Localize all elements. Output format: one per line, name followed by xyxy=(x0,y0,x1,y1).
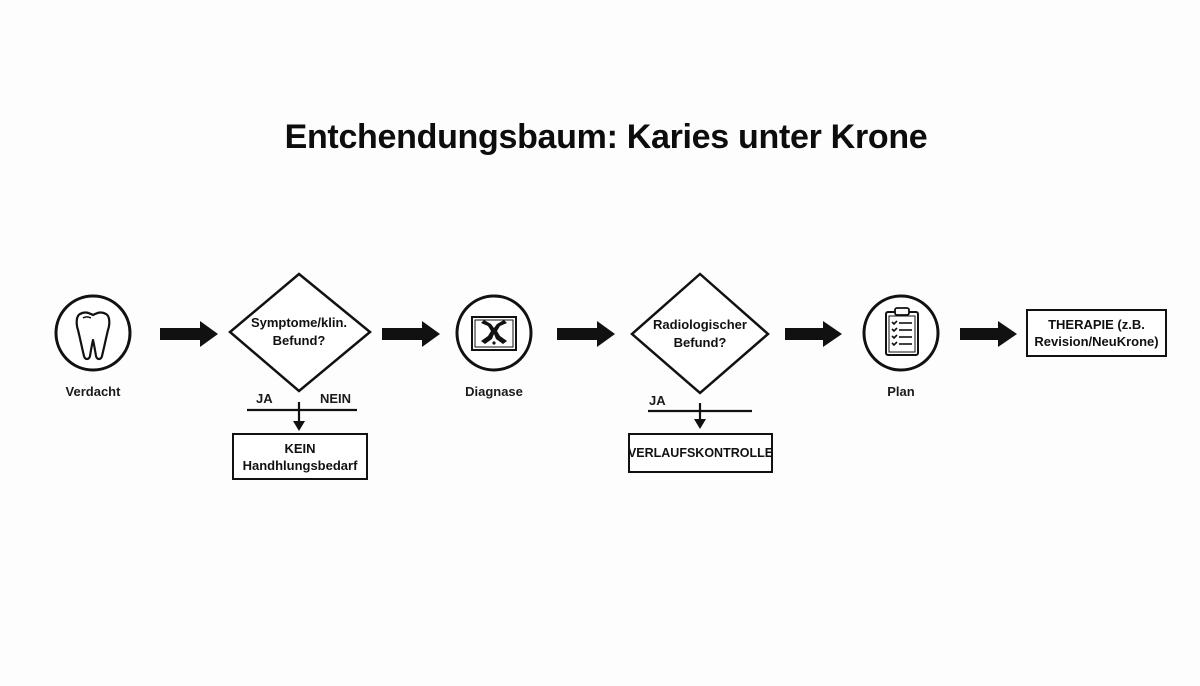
therapie-line2: Revision/NeuKrone) xyxy=(1034,334,1159,349)
decision2-question: Radiologischer Befund? xyxy=(630,316,770,352)
arrow-decision1-to-diagnose xyxy=(382,321,440,347)
plan-node xyxy=(862,294,940,372)
diagnose-node xyxy=(455,294,533,372)
arrow-plan-to-therapie xyxy=(960,321,1017,347)
arrow-diagnose-to-decision2 xyxy=(557,321,615,347)
decision1-question-line1: Symptome/klin. xyxy=(250,315,348,330)
kein-handlungsbedarf-box: KEIN Handhlungsbedarf xyxy=(232,433,368,480)
arrow-verdacht-to-decision1 xyxy=(160,321,218,347)
tooth-icon xyxy=(75,311,111,361)
outcome2-line1: VERLAUFSKONTROLLE xyxy=(627,445,774,460)
verdacht-label: Verdacht xyxy=(65,384,121,399)
therapie-box: THERAPIE (z.B. Revision/NeuKrone) xyxy=(1026,309,1167,357)
plan-label: Plan xyxy=(887,384,915,399)
xray-icon xyxy=(471,316,517,351)
decision2-branch xyxy=(648,403,752,429)
verlaufskontrolle-box: VERLAUFSKONTROLLE xyxy=(628,433,773,473)
decision2-yes-label: JA xyxy=(649,393,666,408)
decision2-question-line1: Radiologischer xyxy=(653,317,747,332)
arrow-decision2-to-plan xyxy=(785,321,842,347)
verdacht-node xyxy=(54,294,132,372)
diagram-title: Entchendungsbaum: Karies unter Krone xyxy=(284,118,928,156)
outcome1-line1: KEIN xyxy=(284,440,316,456)
decision1-branch xyxy=(247,402,357,431)
diagnose-label: Diagnase xyxy=(465,384,523,399)
decision1-diamond xyxy=(228,272,372,393)
decision1-question: Symptome/klin. Befund? xyxy=(229,314,369,350)
clipboard-checklist-icon xyxy=(885,307,919,356)
decision2-diamond xyxy=(630,272,770,395)
therapie-line1: THERAPIE (z.B. xyxy=(1048,317,1145,332)
outcome1-line2: Handhlungsbedarf xyxy=(242,457,358,473)
decision1-yes-label: JA xyxy=(256,391,273,406)
decision2-question-line2: Befund? xyxy=(673,335,727,350)
decision1-question-line2: Befund? xyxy=(272,333,326,348)
decision1-no-label: NEIN xyxy=(320,391,352,406)
